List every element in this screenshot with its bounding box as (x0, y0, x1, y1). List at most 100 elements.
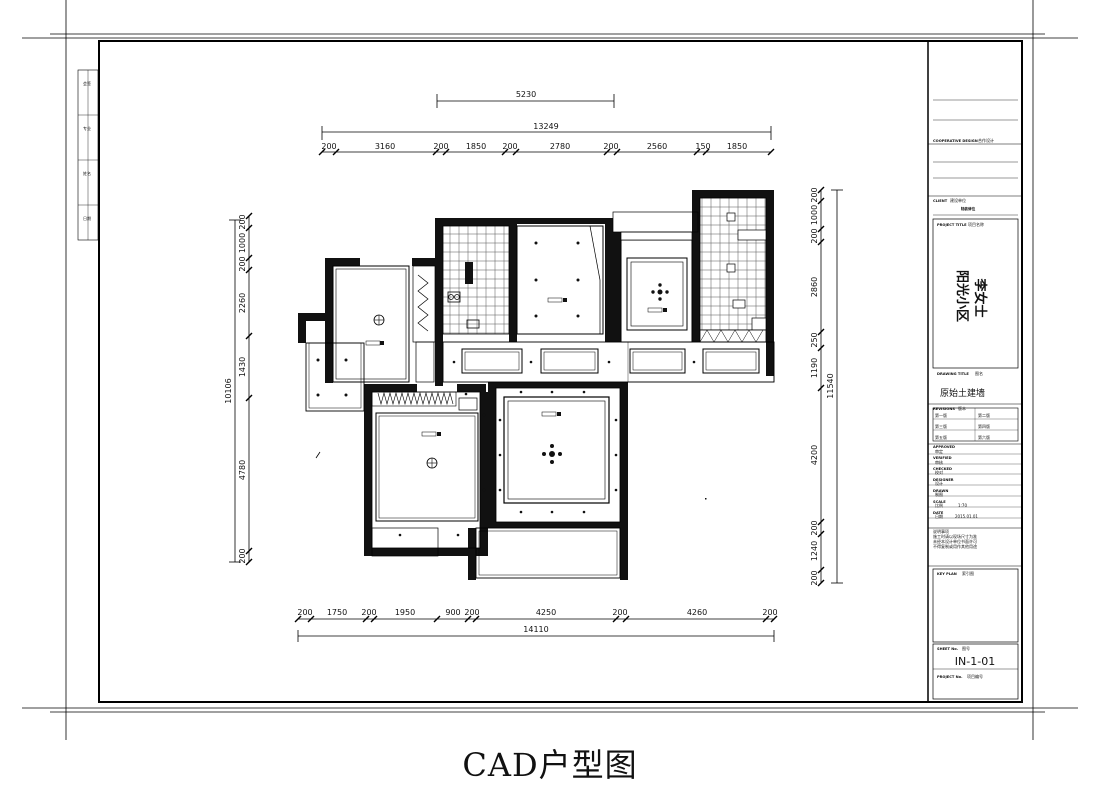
dimension-tick (294, 615, 302, 623)
dimension-tick (245, 224, 253, 232)
dimension-tick (817, 197, 825, 205)
dimension-tick (612, 615, 620, 623)
title-block (928, 99, 1022, 700)
dimension-tick (332, 148, 340, 156)
dimension-tick (512, 148, 520, 156)
dim-bottom-seg: 4260 (687, 608, 707, 617)
bathroom-tiles (442, 225, 510, 335)
dim-top-seg: 1850 (466, 142, 486, 151)
rev-4: 第四版 (978, 423, 990, 429)
title-block-text: COOPERATIVE DESIGN 合作设计 CLIENT 建设单位 陆装修位… (933, 137, 995, 679)
cooperative-design-label: COOPERATIVE DESIGN (933, 139, 978, 143)
dim-top-overall: 5230 (516, 90, 536, 99)
dim-right-seg: 4200 (810, 445, 819, 465)
key-plan-cn: 索引图 (962, 570, 974, 576)
dim-top-seg: 150 (695, 142, 710, 151)
dim-right-seg: 250 (810, 332, 819, 347)
dim-bottom-seg: 4250 (536, 608, 556, 617)
dim-right-seg: 200 (810, 228, 819, 243)
dim-top-seg: 1850 (727, 142, 747, 151)
dimension-tick (702, 148, 710, 156)
dimension-tick (817, 384, 825, 392)
verified-label: VERIFIED (933, 456, 952, 460)
dimension-tick (245, 558, 253, 566)
dim-top-seg: 200 (433, 142, 448, 151)
dim-right-seg: 2860 (810, 277, 819, 297)
dim-left-seg: 200 (238, 548, 247, 563)
dim-bottom-seg: 200 (612, 608, 627, 617)
dimension-tick (501, 148, 509, 156)
dimension-tick (817, 344, 825, 352)
dimension-tick (817, 518, 825, 526)
dimension-tick (817, 530, 825, 538)
dimension-tick (245, 212, 253, 220)
strip-label-1: 会签 (83, 80, 91, 86)
drawing-frame (98, 40, 1023, 703)
dimension-tick (817, 186, 825, 194)
dim-right-seg: 200 (810, 187, 819, 202)
dim-left-seg: 200 (238, 256, 247, 271)
binding-strip: 会签 专业 姓名 日期 (77, 69, 99, 241)
trim-lines (22, 0, 1078, 740)
dim-bottom-seg: 1950 (395, 608, 415, 617)
revisions-cn: 版本 (958, 405, 966, 411)
dimension-texts: 5230 13249 200 3160 200 1850 200 2780 20… (224, 90, 835, 634)
verified-cn: 审核 (935, 459, 943, 465)
dim-right-seg: 200 (810, 570, 819, 585)
drawing-title-cn: 图名 (975, 370, 983, 376)
client-cn: 建设单位 (950, 197, 966, 203)
dim-top-seg: 2560 (647, 142, 667, 151)
designer-label: DESIGNER (933, 478, 954, 482)
dim-right-seg: 1000 (810, 205, 819, 225)
dimension-tick (464, 615, 472, 623)
checked-cn: 校对 (935, 469, 943, 475)
floor-plan (298, 190, 775, 580)
client-label: CLIENT (933, 199, 948, 203)
dimension-tick (362, 615, 370, 623)
ceiling-light-icon (651, 283, 669, 301)
dimension-tick (370, 615, 378, 623)
dimension-tick (762, 615, 770, 623)
scale-cn: 比例 (935, 502, 943, 508)
date-value: 2015.01.01 (955, 514, 978, 519)
dimension-tick (817, 328, 825, 336)
dimension-lines (229, 94, 843, 642)
drawing-name: 原始土建墙 (940, 387, 985, 399)
dimension-tick (767, 148, 775, 156)
dim-bottom-seg: 200 (297, 608, 312, 617)
dimension-tick (318, 148, 326, 156)
dim-top-seg: 200 (502, 142, 517, 151)
dim-top-seg: 2780 (550, 142, 570, 151)
strip-label-3: 姓名 (83, 170, 91, 176)
dimension-tick (770, 615, 778, 623)
dimension-tick (817, 566, 825, 574)
dimension-tick (442, 148, 450, 156)
note-line: 不得复制或用作其他用途 (933, 543, 977, 549)
dim-right-seg: 1190 (810, 358, 819, 378)
dimension-tick (817, 225, 825, 233)
date-cn: 日期 (935, 513, 943, 519)
sheet-number: IN-1-01 (955, 655, 995, 668)
project-title-cn: 项目名称 (968, 221, 984, 227)
rev-5: 第五版 (935, 434, 947, 440)
dim-right-seg: 200 (810, 520, 819, 535)
key-plan-label: KEY PLAN (937, 572, 957, 576)
dimension-tick (603, 148, 611, 156)
rev-1: 第一版 (935, 412, 947, 418)
dimension-tick (622, 615, 630, 623)
checked-label: CHECKED (933, 467, 952, 471)
dim-bottom-seg: 200 (464, 608, 479, 617)
dim-left-seg: 200 (238, 214, 247, 229)
strip-label-2: 专业 (83, 125, 91, 131)
dim-top-seg: 200 (603, 142, 618, 151)
sheet-no-cn: 图号 (962, 645, 970, 651)
dim-left-seg: 1000 (238, 233, 247, 253)
scale-label: SCALE (933, 500, 946, 504)
project-name-line2: 李女士 (972, 277, 988, 317)
dimension-tick (432, 148, 440, 156)
rev-6: 第六版 (978, 434, 990, 440)
living-room-light-icon (542, 444, 562, 464)
scale-value: 1:70 (958, 503, 967, 508)
approved-label: APPROVED (933, 445, 955, 449)
dimension-ticks (245, 148, 825, 623)
